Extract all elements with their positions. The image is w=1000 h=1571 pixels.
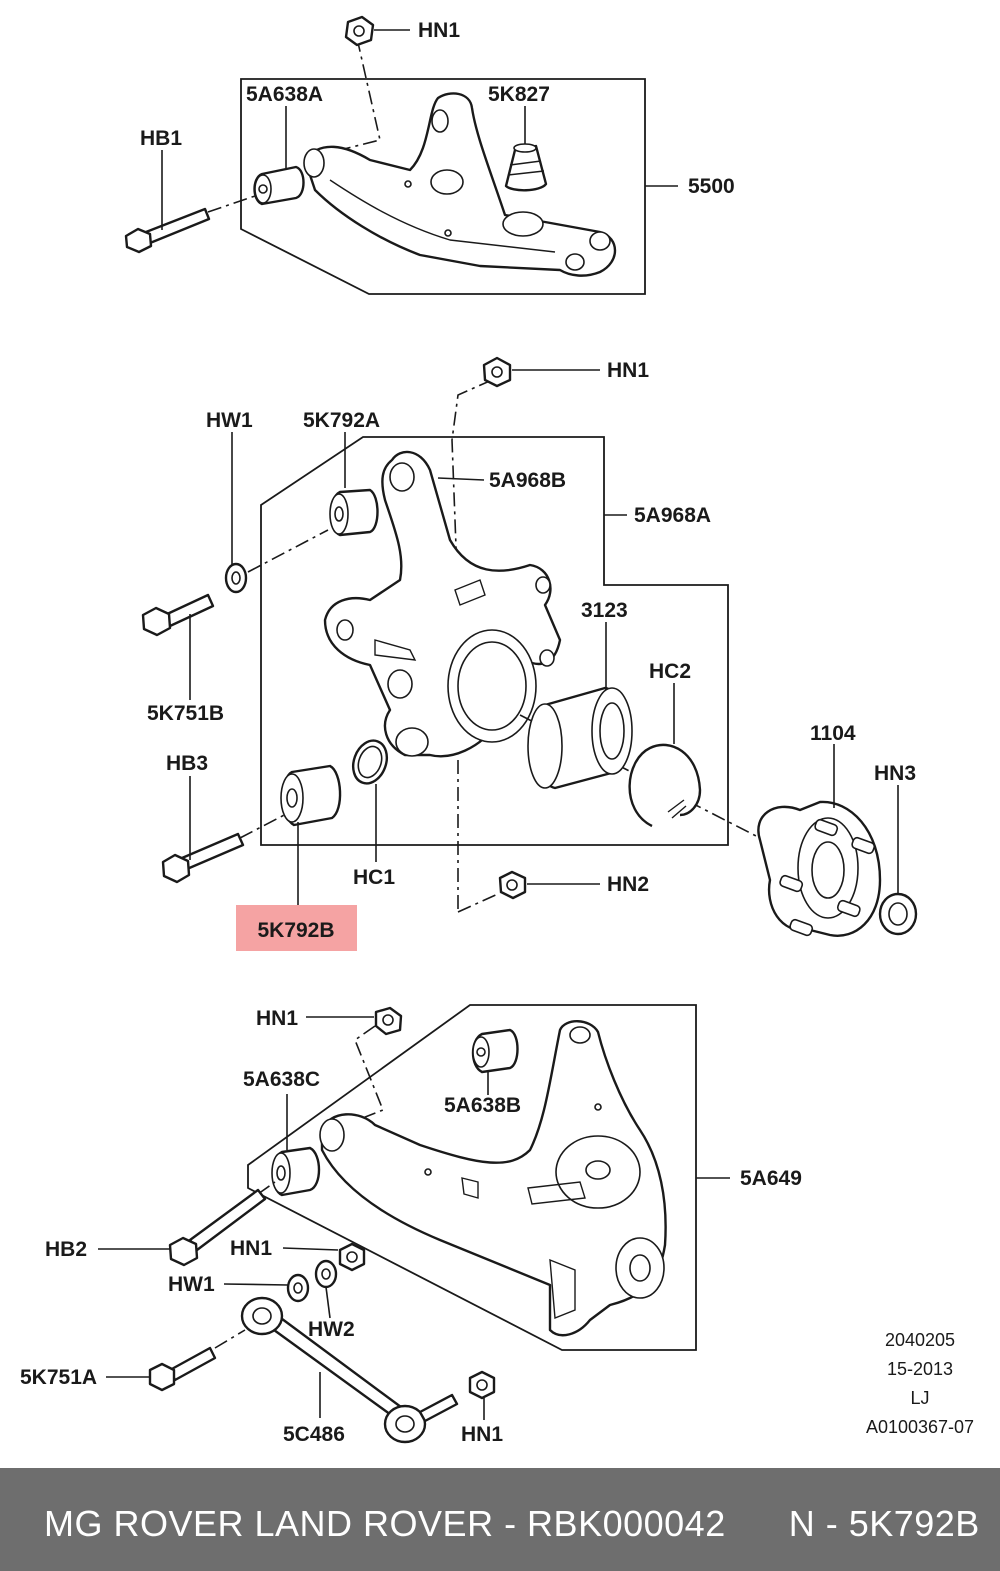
label-hn3: HN3 [874, 762, 916, 785]
label-hb1: HB1 [140, 127, 182, 150]
label-5a638c: 5A638C [243, 1068, 320, 1091]
label-1104: 1104 [810, 722, 856, 745]
bolt-axis-5k751a [214, 1329, 246, 1349]
bump-stop-5k827-icon [504, 143, 548, 192]
label-5a968a: 5A968A [634, 504, 711, 527]
circlip-hc2-icon [628, 743, 702, 828]
label-hn1-bottom-top: HN1 [256, 1007, 298, 1030]
bolt-5k751b-icon [141, 593, 215, 637]
label-5a649: 5A649 [740, 1167, 802, 1190]
label-hb2: HB2 [45, 1238, 87, 1261]
bush-5a638c-icon [271, 1146, 321, 1197]
label-5a638a: 5A638A [246, 83, 323, 106]
meta-line-2: 15-2013 [887, 1359, 953, 1379]
label-5a968b: 5A968B [489, 469, 566, 492]
nut-hn2-icon [498, 870, 527, 900]
washer-hw1-middle-icon [224, 562, 248, 594]
bearing-3123-icon [527, 686, 633, 790]
label-hb3: HB3 [166, 752, 208, 775]
assembly-frame-5a649 [247, 1004, 697, 1351]
fastener-axis-hn1-bottom-top [336, 1025, 385, 1129]
nut-hn1-bottom-mid-icon [338, 1242, 366, 1272]
label-hn1-bottom-mid: HN1 [230, 1237, 272, 1260]
meta-line-4: A0100367-07 [866, 1417, 974, 1437]
bolt-axis-5k751b [247, 529, 329, 573]
highlight-5k792b [236, 905, 357, 951]
label-5k751b: 5K751B [147, 702, 224, 725]
fastener-axis-hn2 [457, 892, 501, 913]
link-5c486-icon [240, 1296, 459, 1444]
nut-hn3-icon [878, 892, 918, 936]
label-hw1-bottom: HW1 [168, 1273, 215, 1296]
label-5k751a: 5K751A [20, 1366, 97, 1389]
hub-studs [779, 818, 876, 937]
bolt-hb2-icon [168, 1188, 267, 1267]
drawing-metadata: 2040205 15-2013 LJ A0100367-07 [866, 1330, 974, 1437]
top-assembly: HN1 5A638A 5K827 HB1 5500 [124, 15, 735, 295]
leader-hw2 [325, 1286, 331, 1319]
bolt-hb1-icon [124, 207, 211, 254]
label-hc2: HC2 [649, 660, 691, 683]
label-hn1-mid: HN1 [607, 359, 649, 382]
nut-hn1-top-icon [344, 15, 375, 47]
parts-diagram: HN1 5A638A 5K827 HB1 5500 [20, 15, 974, 1446]
label-hn2: HN2 [607, 873, 649, 896]
label-hw2: HW2 [308, 1318, 355, 1341]
bottom-assembly: HN1 5A638C 5A638B 5A649 HB2 HN1 HW1 HW2 … [20, 1004, 802, 1446]
label-hw1-mid: HW1 [206, 409, 253, 432]
footer-bar [0, 1468, 1000, 1571]
nut-hn1-middle-icon [482, 356, 512, 388]
leader-hn1-bottom-mid [282, 1247, 339, 1251]
label-5k792a: 5K792A [303, 409, 380, 432]
label-5k827: 5K827 [488, 83, 550, 106]
hub-1104-icon [757, 800, 882, 937]
meta-line-1: 2040205 [885, 1330, 955, 1350]
leader-5a968b [437, 477, 485, 481]
fastener-axis-hn1-mid [451, 379, 493, 601]
bolt-axis-hb3 [239, 811, 291, 839]
label-5a638b: 5A638B [444, 1094, 521, 1117]
bush-5a638b-icon [471, 1028, 519, 1074]
footer-caption: MG ROVER LAND ROVER - RBK000042 N - 5K79… [44, 1503, 980, 1544]
label-5c486: 5C486 [283, 1423, 345, 1446]
fastener-axis-hn1-top [339, 37, 381, 151]
bush-5a638a-icon [253, 165, 305, 206]
washer-hw2-icon [314, 1259, 338, 1289]
bolt-5k751a-icon [148, 1346, 217, 1392]
nut-hn1-bottom-bottom-icon [468, 1370, 496, 1400]
control-arm-5a649-icon [320, 1020, 667, 1337]
label-hc1: HC1 [353, 866, 395, 889]
assembly-frame-5500 [240, 78, 646, 295]
label-3123: 3123 [581, 599, 628, 622]
circlip-hc1-icon [351, 739, 389, 785]
bush-5k792b-icon [280, 764, 342, 827]
leader-hw1-bottom [223, 1283, 289, 1286]
label-5k792b: 5K792B [257, 919, 334, 942]
bush-5k792a-icon [329, 488, 379, 537]
label-5500: 5500 [688, 175, 735, 198]
washer-hw1-bottom-icon [286, 1273, 310, 1303]
label-hn1-bottom-bottom: HN1 [461, 1423, 503, 1446]
assembly-frame-5a968a [260, 436, 729, 846]
meta-line-3: LJ [910, 1388, 929, 1408]
hub-axis [519, 714, 761, 839]
middle-assembly: HN1 HW1 5K792A 5A968B 5A968A 3123 HC2 5K… [141, 356, 918, 951]
nut-hn1-bottom-top-icon [374, 1006, 403, 1036]
label-hn1-top: HN1 [418, 19, 460, 42]
bolt-axis-hb1 [207, 195, 256, 213]
bolt-hb3-icon [161, 832, 245, 884]
